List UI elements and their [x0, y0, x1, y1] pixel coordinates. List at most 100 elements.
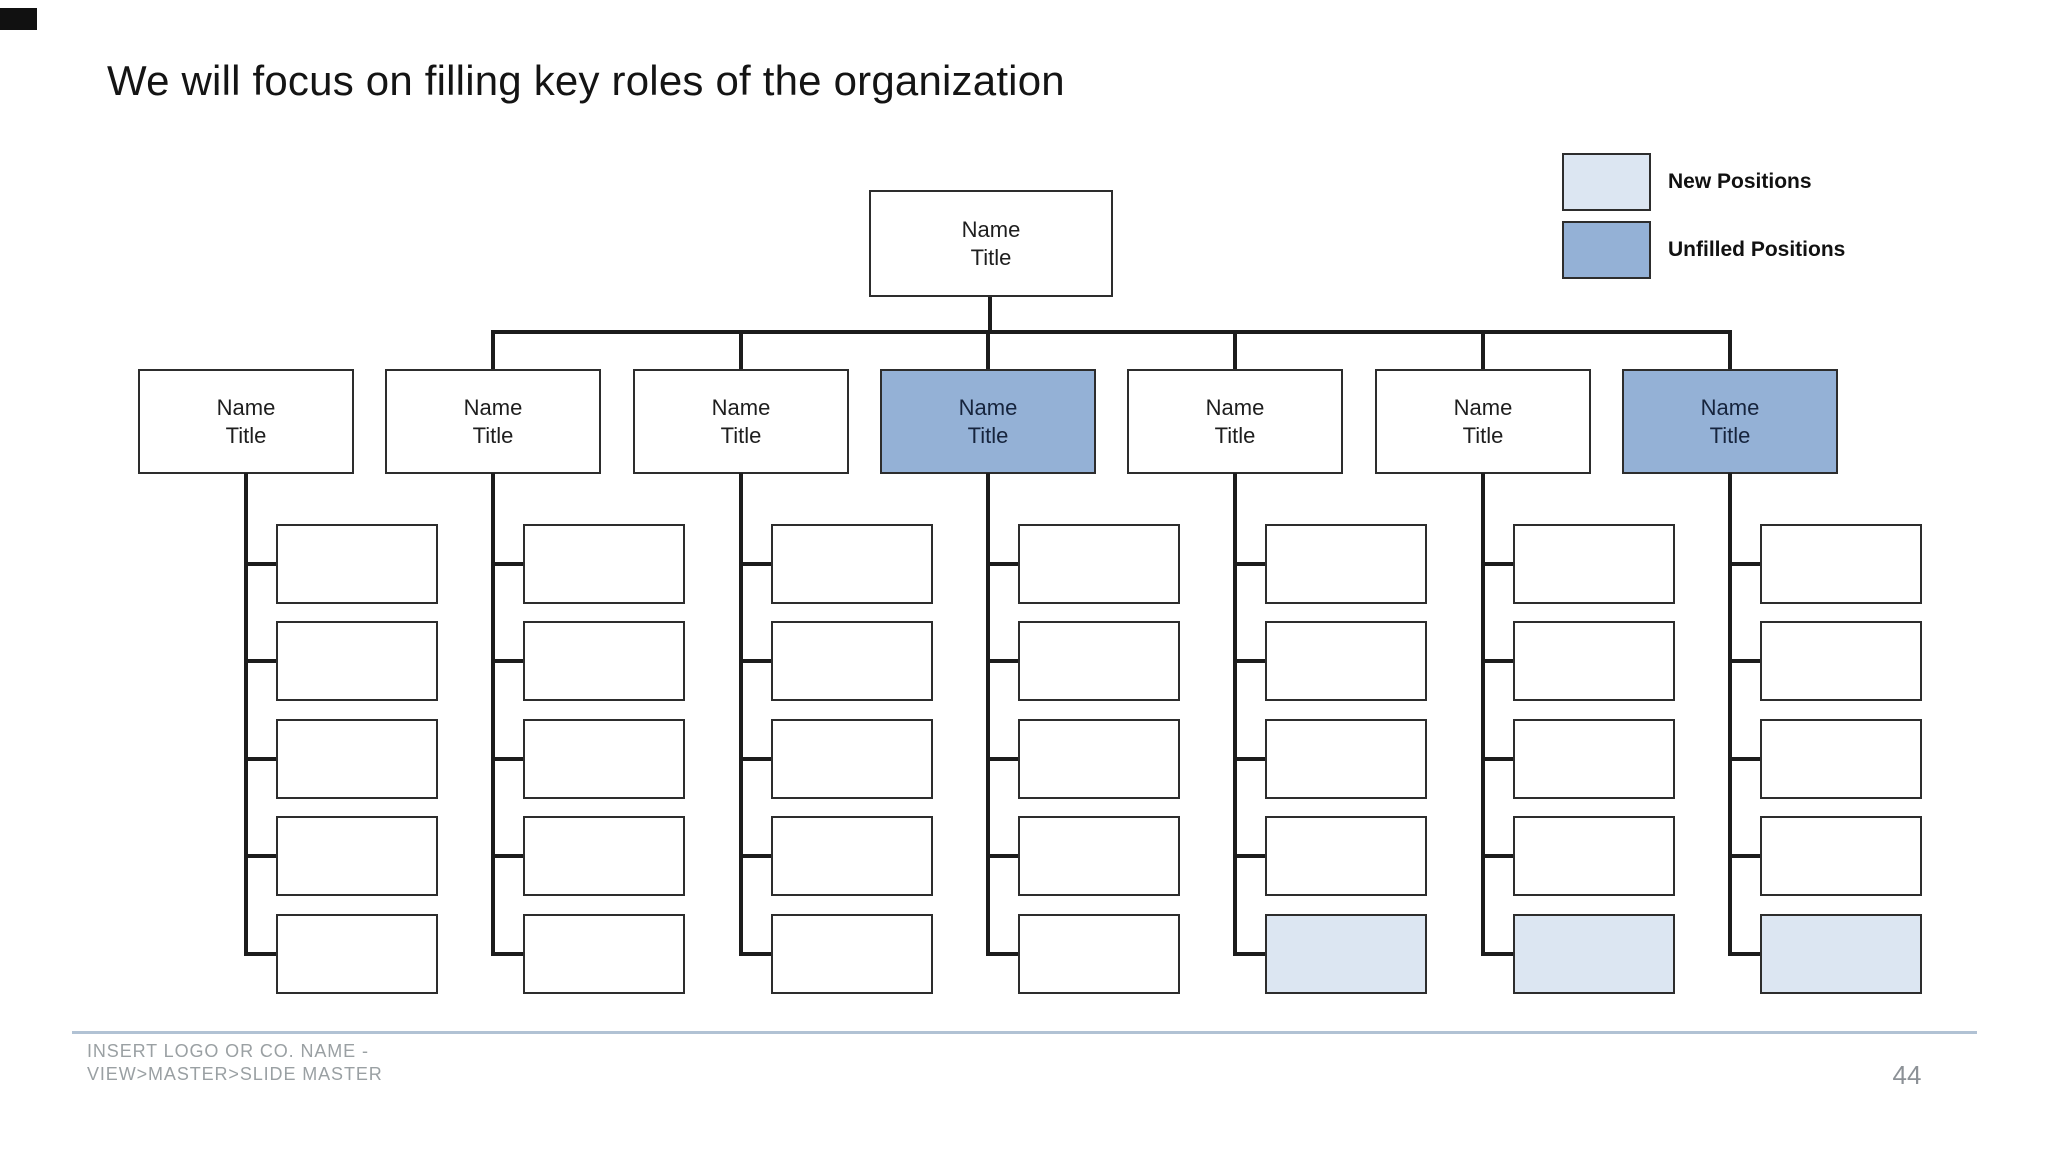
head-title: Title	[720, 422, 762, 448]
connector-spine-col7	[1728, 473, 1732, 956]
child-box-col6-row1	[1513, 524, 1675, 604]
connector-spine-col1	[244, 473, 248, 956]
connector-spine-col2	[491, 473, 495, 956]
connector-spine-col3	[739, 473, 743, 956]
child-box-col1-row3	[276, 719, 438, 799]
legend-label: New Positions	[1668, 170, 1812, 193]
connector-stub-col4-row1	[986, 562, 1020, 566]
connector-spine-col4	[986, 473, 990, 956]
child-box-col6-row4	[1513, 816, 1675, 896]
connector-spine-col6	[1481, 473, 1485, 956]
connector-stub-col3-row1	[739, 562, 773, 566]
child-box-col5-row2	[1265, 621, 1427, 701]
child-box-col3-row2	[771, 621, 933, 701]
legend-label: Unfilled Positions	[1668, 238, 1846, 261]
child-box-col6-row2	[1513, 621, 1675, 701]
head-name: Name	[711, 394, 771, 420]
connector-stub-col3-row4	[739, 854, 773, 858]
new-positions-swatch	[1562, 153, 1651, 211]
child-box-col6-row5	[1513, 914, 1675, 994]
connector-stub-col2-row3	[491, 757, 525, 761]
child-box-col7-row1	[1760, 524, 1922, 604]
head-title: Title	[1709, 422, 1751, 448]
child-box-col2-row3	[523, 719, 685, 799]
connector-stub-col7-row3	[1728, 757, 1762, 761]
connector-stub-col5-row3	[1233, 757, 1267, 761]
child-box-col4-row4	[1018, 816, 1180, 896]
connector-stub-col3-row5	[739, 952, 773, 956]
child-box-col7-row3	[1760, 719, 1922, 799]
child-box-col6-row3	[1513, 719, 1675, 799]
connector-stub-col6-row3	[1481, 757, 1515, 761]
child-box-col3-row1	[771, 524, 933, 604]
legend-item-unfilled-positions: Unfilled Positions	[1562, 221, 1845, 279]
connector-stub-col1-row5	[244, 952, 278, 956]
child-box-col1-row2	[276, 621, 438, 701]
connector-stub-col1-row1	[244, 562, 278, 566]
child-box-col1-row4	[276, 816, 438, 896]
connector-drop-col5	[1233, 330, 1237, 369]
head-name: Name	[216, 394, 276, 420]
child-box-col1-row1	[276, 524, 438, 604]
connector-stub-col4-row4	[986, 854, 1020, 858]
connector-stub-col6-row2	[1481, 659, 1515, 663]
page-number: 44	[1892, 1060, 1922, 1090]
connector-stub-col2-row5	[491, 952, 525, 956]
child-box-col3-row4	[771, 816, 933, 896]
child-box-col7-row4	[1760, 816, 1922, 896]
child-box-col3-row5	[771, 914, 933, 994]
connector-drop-col7	[1728, 330, 1732, 369]
child-box-col2-row5	[523, 914, 685, 994]
head-name: Name	[1453, 394, 1513, 420]
connector-stub-col7-row1	[1728, 562, 1762, 566]
connector-spine-col5	[1233, 473, 1237, 956]
connector-drop-col6	[1481, 330, 1485, 369]
head-name: Name	[958, 394, 1018, 420]
connector-stub-col7-row2	[1728, 659, 1762, 663]
footer-line-1: INSERT LOGO OR CO. NAME -	[87, 1041, 369, 1061]
root-node-title: Title	[970, 244, 1012, 270]
child-box-col2-row4	[523, 816, 685, 896]
connector-stub-col2-row1	[491, 562, 525, 566]
connector-horizontal-rail	[491, 330, 1732, 334]
child-box-col5-row3	[1265, 719, 1427, 799]
page-title: We will focus on filling key roles of th…	[107, 57, 1065, 104]
connector-stub-col1-row4	[244, 854, 278, 858]
corner-mark	[0, 8, 37, 30]
child-box-col2-row2	[523, 621, 685, 701]
child-box-col5-row1	[1265, 524, 1427, 604]
connector-stub-col2-row2	[491, 659, 525, 663]
connector-drop-col3	[739, 330, 743, 369]
child-box-col5-row5	[1265, 914, 1427, 994]
head-name: Name	[1205, 394, 1265, 420]
connector-drop-col2	[491, 330, 495, 369]
head-name: Name	[1700, 394, 1760, 420]
head-title: Title	[1462, 422, 1504, 448]
unfilled-positions-swatch	[1562, 221, 1651, 279]
child-box-col5-row4	[1265, 816, 1427, 896]
connector-root-drop	[988, 297, 992, 334]
head-title: Title	[967, 422, 1009, 448]
root-node-name: Name	[961, 216, 1021, 242]
connector-stub-col6-row1	[1481, 562, 1515, 566]
child-box-col7-row5	[1760, 914, 1922, 994]
connector-stub-col1-row2	[244, 659, 278, 663]
connector-stub-col2-row4	[491, 854, 525, 858]
connector-stub-col5-row2	[1233, 659, 1267, 663]
connector-stub-col3-row2	[739, 659, 773, 663]
head-title: Title	[1214, 422, 1256, 448]
footer-line-2: VIEW>MASTER>SLIDE MASTER	[87, 1064, 383, 1084]
child-box-col4-row1	[1018, 524, 1180, 604]
footer-divider	[72, 1031, 1977, 1034]
connector-stub-col7-row5	[1728, 952, 1762, 956]
connector-stub-col3-row3	[739, 757, 773, 761]
connector-stub-col4-row5	[986, 952, 1020, 956]
connector-stub-col4-row2	[986, 659, 1020, 663]
connector-drop-col4	[986, 330, 990, 369]
